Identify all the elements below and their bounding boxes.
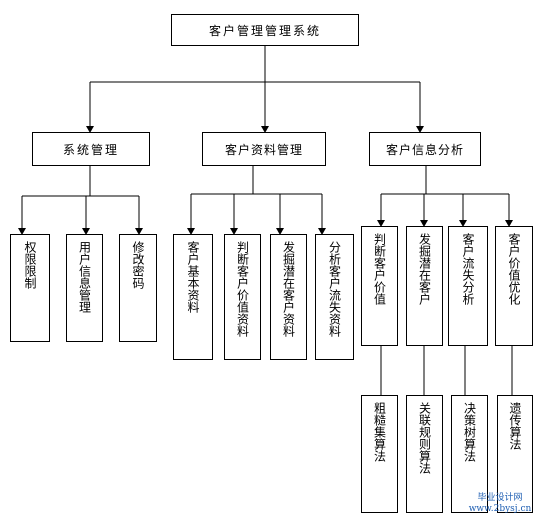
function-change-password: 修改密码 bbox=[119, 234, 157, 342]
function-user-info-management: 用户信息管理 bbox=[66, 234, 103, 342]
root-node: 客户管理管理系统 bbox=[171, 14, 359, 46]
algorithm-decision-tree: 决策树算法 bbox=[451, 395, 488, 513]
module-customer-data-management: 客户资料管理 bbox=[202, 132, 326, 166]
function-permission-limit: 权限限制 bbox=[10, 234, 50, 342]
function-label: 判断客户价值 bbox=[372, 233, 387, 305]
function-label: 分析客户流失资料 bbox=[327, 241, 342, 337]
function-label: 权限限制 bbox=[23, 241, 37, 289]
function-customer-churn-data: 分析客户流失资料 bbox=[315, 234, 354, 360]
watermark-line1: 毕业设计网 bbox=[477, 493, 523, 503]
module-customer-info-analysis: 客户信息分析 bbox=[369, 132, 481, 166]
watermark-line2: www.2bysj.cn bbox=[468, 504, 532, 514]
module-system-management: 系统管理 bbox=[32, 132, 150, 166]
function-label: 客户价值优化 bbox=[507, 233, 521, 305]
module-label: 系统管理 bbox=[62, 142, 119, 157]
function-label: 客户基本资料 bbox=[186, 241, 200, 313]
function-customer-value-optimization: 客户价值优化 bbox=[495, 226, 533, 346]
function-label: 修改密码 bbox=[131, 241, 145, 289]
site-watermark: 毕业设计网 www.2bysj.cn bbox=[455, 493, 543, 515]
algorithm-label: 粗糙集算法 bbox=[372, 402, 387, 462]
algorithm-label: 关联规则算法 bbox=[417, 402, 432, 474]
function-discover-potential-customers: 发掘潜在客户 bbox=[406, 226, 443, 346]
algorithm-label: 决策树算法 bbox=[462, 402, 477, 462]
function-customer-basic-data: 客户基本资料 bbox=[173, 234, 213, 360]
function-label: 发掘潜在客户资料 bbox=[281, 241, 296, 337]
function-label: 用户信息管理 bbox=[77, 241, 92, 313]
function-customer-churn-analysis: 客户流失分析 bbox=[448, 226, 488, 346]
algorithm-rough-set: 粗糙集算法 bbox=[361, 395, 398, 513]
function-customer-value-data: 判断客户价值资料 bbox=[224, 234, 261, 360]
function-potential-customer-data: 发掘潜在客户资料 bbox=[270, 234, 307, 360]
module-label: 客户资料管理 bbox=[224, 142, 303, 157]
function-label: 客户流失分析 bbox=[461, 233, 475, 305]
algorithm-association-rules: 关联规则算法 bbox=[406, 395, 443, 513]
algorithm-label: 遗传算法 bbox=[508, 402, 522, 450]
function-label: 发掘潜在客户 bbox=[417, 233, 432, 305]
function-judge-customer-value: 判断客户价值 bbox=[361, 226, 398, 346]
module-label: 客户信息分析 bbox=[385, 142, 464, 157]
function-label: 判断客户价值资料 bbox=[235, 241, 250, 337]
algorithm-genetic: 遗传算法 bbox=[497, 395, 533, 513]
root-label: 客户管理管理系统 bbox=[208, 23, 321, 38]
